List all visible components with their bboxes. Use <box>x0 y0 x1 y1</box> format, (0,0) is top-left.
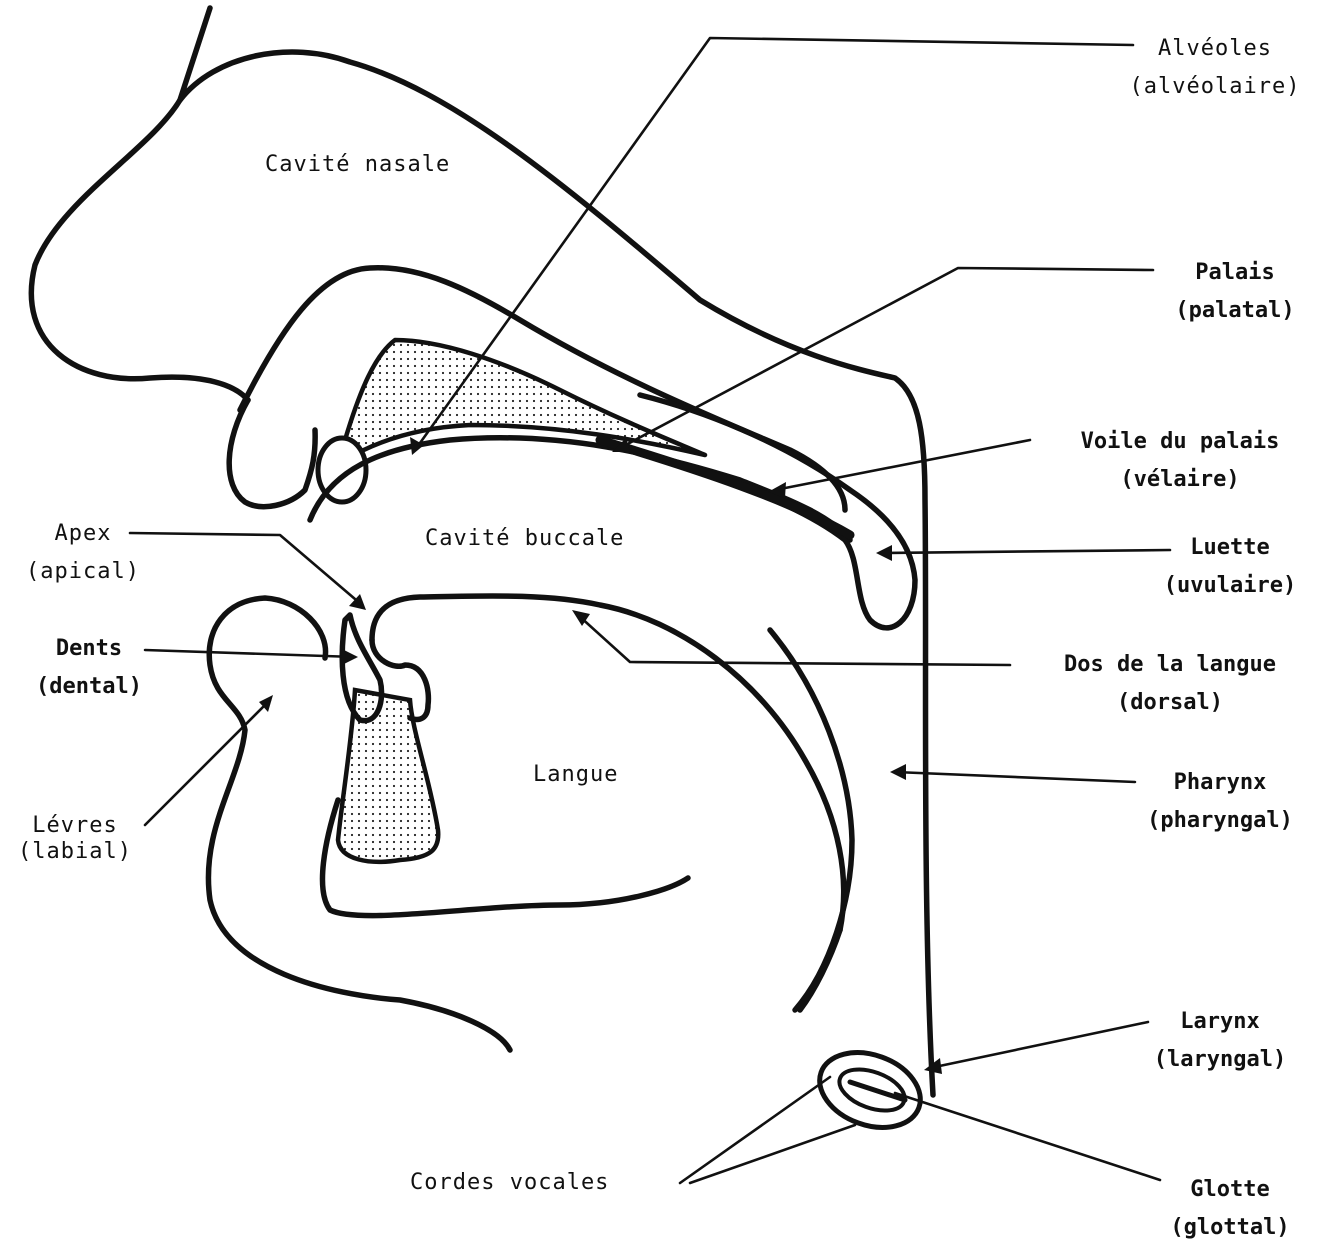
label-glotte-name: Glotte <box>1130 1171 1330 1209</box>
label-dents: Dents (dental) <box>4 630 174 706</box>
label-alveoles: Alvéoles (alvéolaire) <box>1105 30 1325 106</box>
label-apex-term: (apical) <box>8 553 158 591</box>
nose-profile <box>31 100 248 400</box>
label-levres: Lévres (labial) <box>0 813 150 865</box>
label-pharynx-name: Pharynx <box>1110 764 1330 802</box>
label-cordes-vocales: Cordes vocales <box>410 1164 609 1202</box>
label-apex-name: Apex <box>8 515 158 553</box>
label-pharynx: Pharynx (pharyngal) <box>1110 764 1330 840</box>
leader-apex <box>130 533 362 605</box>
label-luette-name: Luette <box>1130 529 1330 567</box>
label-voile-name: Voile du palais <box>1030 423 1330 461</box>
label-voile-term: (vélaire) <box>1030 461 1330 499</box>
leader-larynx <box>930 1022 1148 1068</box>
leader-cordes-1 <box>680 1077 830 1183</box>
label-alveoles-name: Alvéoles <box>1105 30 1325 68</box>
label-dos-name: Dos de la langue <box>1010 646 1330 684</box>
arrow-dents <box>342 649 358 665</box>
leader-glotte <box>895 1093 1160 1180</box>
leader-pharynx <box>895 772 1135 782</box>
label-palais-name: Palais <box>1135 254 1335 292</box>
label-cavite-nasale: Cavité nasale <box>265 146 450 184</box>
arrow-pharynx <box>890 764 906 780</box>
label-glotte-term: (glottal) <box>1130 1209 1330 1246</box>
label-dents-name: Dents <box>4 630 174 668</box>
leader-levres <box>145 700 270 825</box>
label-apex: Apex (apical) <box>8 515 158 591</box>
leader-cordes-2 <box>690 1125 855 1183</box>
label-pharynx-term: (pharyngal) <box>1110 802 1330 840</box>
label-luette: Luette (uvulaire) <box>1130 529 1330 605</box>
label-levres-term: (labial) <box>0 839 150 865</box>
leader-palais <box>620 268 1153 448</box>
label-palais-term: (palatal) <box>1135 292 1335 330</box>
upper-lip-outline <box>229 400 315 507</box>
label-glotte: Glotte (glottal) <box>1130 1171 1330 1246</box>
arrow-luette <box>876 545 892 561</box>
label-alveoles-term: (alvéolaire) <box>1105 68 1325 106</box>
epiglottis <box>770 630 852 1010</box>
label-larynx: Larynx (laryngal) <box>1120 1003 1320 1079</box>
label-palais: Palais (palatal) <box>1135 254 1335 330</box>
leader-dos <box>578 615 1010 665</box>
label-dents-term: (dental) <box>4 668 174 706</box>
label-luette-term: (uvulaire) <box>1130 567 1330 605</box>
label-dos: Dos de la langue (dorsal) <box>1010 646 1330 722</box>
label-cavite-buccale: Cavité buccale <box>425 520 624 558</box>
label-levres-name: Lévres <box>0 813 150 839</box>
label-dos-term: (dorsal) <box>1010 684 1330 722</box>
label-larynx-term: (laryngal) <box>1120 1041 1320 1079</box>
label-larynx-name: Larynx <box>1120 1003 1320 1041</box>
label-voile: Voile du palais (vélaire) <box>1030 423 1330 499</box>
label-langue: Langue <box>533 756 618 794</box>
